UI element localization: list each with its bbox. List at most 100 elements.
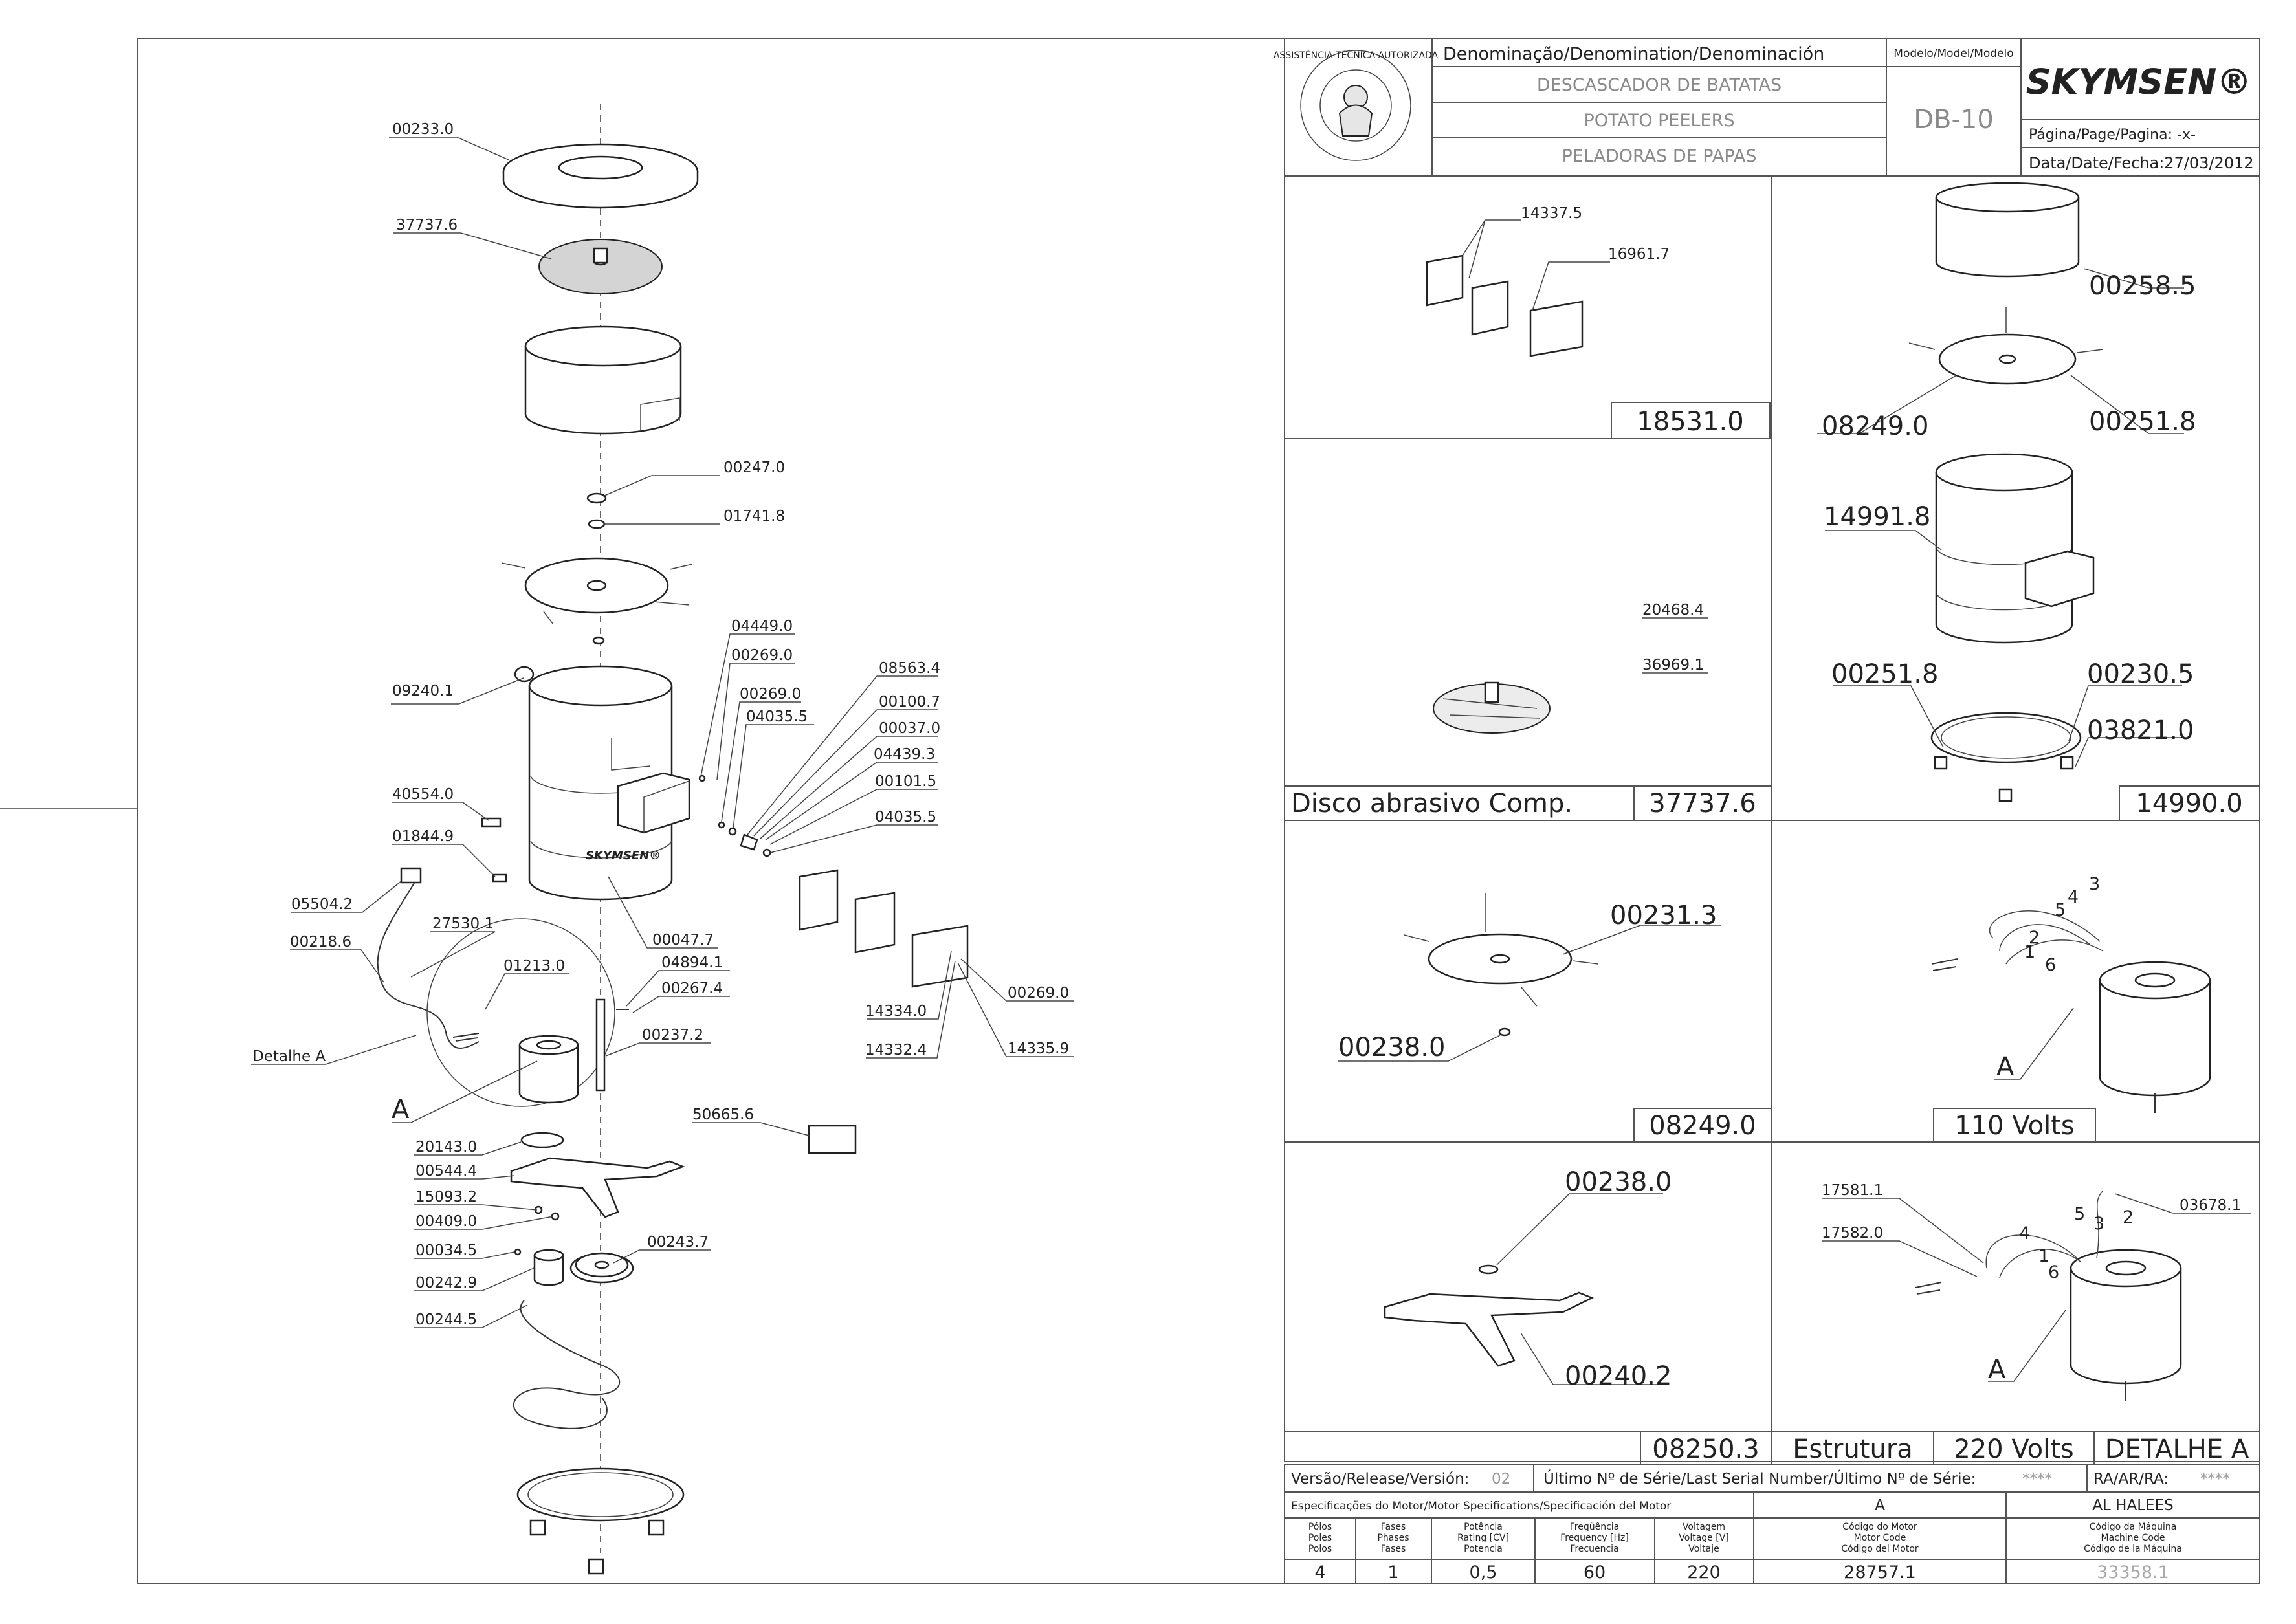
bracket-plate-part <box>510 1157 685 1218</box>
date-label: Data/Date/Fecha:27/03/2012 <box>2029 154 2254 172</box>
label-plate: 00544.4 <box>415 1163 477 1180</box>
p5-label-1: 00238.0 <box>1338 1033 1445 1062</box>
disc-plate-part <box>501 557 693 645</box>
svg-text:Machine Code: Machine Code <box>2101 1533 2165 1543</box>
rivet-part <box>492 873 507 883</box>
label-switch: 05504.2 <box>291 896 353 913</box>
p4-label-0: 14991.8 <box>1824 502 1930 532</box>
label-bolt-a: 00269.0 <box>731 647 793 664</box>
spec-value-frequency: 60 <box>1584 1563 1606 1583</box>
ra-value: **** <box>2200 1471 2230 1487</box>
p1-label-0: 14337.5 <box>1521 205 1582 222</box>
p4-label-1: 00251.8 <box>1831 659 1938 689</box>
label-knob: 09240.1 <box>392 683 454 699</box>
label-motor-bracket: 01213.0 <box>503 958 565 974</box>
washer-b-part <box>728 827 737 836</box>
p2-label-0: 00258.5 <box>2089 271 2196 301</box>
base-part <box>516 1467 685 1575</box>
svg-text:Frecuencia: Frecuencia <box>1570 1544 1618 1554</box>
p7-label-1: 00240.2 <box>1565 1361 1672 1391</box>
svg-text:Código del Motor: Código del Motor <box>1841 1544 1919 1554</box>
p8-wire-1: 5 <box>2074 1204 2085 1224</box>
belt-part <box>513 1300 621 1429</box>
panel-disc-plate: 00231.3 00238.0 08249.0 <box>1338 893 1772 1143</box>
label-liner-b: 14332.4 <box>865 1042 927 1059</box>
spec-header-machine-code: Código da Máquina Machine Code Código de… <box>2084 1522 2182 1554</box>
p6-wire-1: 4 <box>2068 887 2079 907</box>
seal-text: ASSISTÊNCIA TÉCNICA AUTORIZADA <box>1274 49 1439 61</box>
label-plate-part <box>481 817 502 828</box>
p8-wire-5: 6 <box>2048 1262 2059 1282</box>
p6-voltage-box <box>1933 1108 2096 1143</box>
label-part-439: 04439.3 <box>874 746 935 763</box>
ring-part <box>520 1132 564 1148</box>
svg-text:Rating [CV]: Rating [CV] <box>1457 1533 1509 1543</box>
main-view-labels: 00233.0 37737.6 00247.0 01741.8 09240.1 … <box>251 121 1074 1328</box>
label-rivet: 01844.9 <box>392 828 454 845</box>
label-motor-pulley: 00242.9 <box>415 1275 477 1291</box>
drum-brand: SKYMSEN® <box>586 849 661 862</box>
svg-text:Código do Motor: Código do Motor <box>1842 1522 1917 1532</box>
motor-spec-label: Especificações do Motor/Motor Specificat… <box>1291 1500 1671 1513</box>
label-screw-d: 00034.5 <box>415 1242 477 1259</box>
page-label: Página/Page/Pagina: -x- <box>2029 127 2196 143</box>
svg-text:Freqüência: Freqüência <box>1570 1522 1620 1532</box>
svg-text:Frequency [Hz]: Frequency [Hz] <box>1560 1533 1629 1543</box>
brand-logo: SKYMSEN® <box>2026 61 2252 102</box>
spec-header-poles: Pólos Poles Polos <box>1308 1522 1332 1554</box>
abrasive-disc-part <box>538 239 663 294</box>
label-bolt-b: 00269.0 <box>740 686 801 703</box>
screw-a-part <box>698 774 706 782</box>
label-part-100: 00100.7 <box>879 694 940 710</box>
knob-part <box>514 666 535 683</box>
serial-value: **** <box>2022 1471 2052 1487</box>
model-label: Modelo/Model/Modelo <box>1893 47 2013 60</box>
p5-code: 08249.0 <box>1649 1111 1756 1141</box>
cover-part <box>502 143 699 209</box>
panel-top-ring: 00258.5 08249.0 00251.8 <box>1817 182 2196 441</box>
label-abrasive-disc: 37737.6 <box>396 217 458 234</box>
row-voltage: 220 Volts <box>1954 1434 2073 1464</box>
label-washer-top: 01741.8 <box>723 508 785 525</box>
panel-liner-set: 14337.5 16961.7 18531.0 <box>1426 205 1771 439</box>
svg-text:Pólos: Pólos <box>1308 1522 1332 1532</box>
label-screw-a: 04449.0 <box>731 618 793 635</box>
p8-wire-0: 4 <box>2019 1223 2030 1244</box>
label-bolt-d: 00269.0 <box>1008 985 1069 1002</box>
spec-value-machine-code: 33358.1 <box>2097 1563 2169 1583</box>
product-name-pt: DESCASCADOR DE BATATAS <box>1537 75 1782 95</box>
drum-part: SKYMSEN® <box>528 665 690 901</box>
spec-value-voltage: 220 <box>1687 1563 1721 1583</box>
bolt-a-part <box>718 821 725 829</box>
svg-text:Código de la Máquina: Código de la Máquina <box>2084 1544 2182 1554</box>
latch-part <box>740 833 758 851</box>
spec-value-poles: 4 <box>1314 1563 1325 1583</box>
washer-c-part <box>762 848 771 857</box>
p5-code-box <box>1633 1108 1772 1143</box>
label-part-037: 00037.0 <box>879 720 940 737</box>
liner-a-part <box>799 869 839 931</box>
spec-value-motor-code: 28757.1 <box>1844 1563 1916 1583</box>
p3-label-1: 36969.1 <box>1642 657 1704 674</box>
motor-pulley-part <box>533 1249 564 1286</box>
p8-label-0: 17581.1 <box>1822 1182 1883 1199</box>
product-name-es: PELADORAS DE PAPAS <box>1562 146 1757 166</box>
spec-header-voltage: Voltagem Voltage [V] Voltaje <box>1679 1522 1728 1554</box>
motor-letter: A <box>1875 1497 1885 1514</box>
p1-code: 18531.0 <box>1637 407 1743 437</box>
svg-text:Poles: Poles <box>1308 1533 1332 1543</box>
panel-motor-220: 17581.1 17582.0 03678.1 4 5 3 2 1 6 A <box>1822 1182 2251 1401</box>
screw-d-part <box>514 1248 522 1256</box>
p8-wire-3: 2 <box>2123 1207 2134 1227</box>
nut-top-part <box>586 492 607 504</box>
spec-header-frequency: Freqüência Frequency [Hz] Frecuencia <box>1560 1522 1629 1554</box>
motor-detail-circle <box>426 918 615 1107</box>
p6-wire-2: 5 <box>2055 900 2066 920</box>
shaft-part <box>595 998 606 1092</box>
row-structure: Estrutura <box>1793 1434 1913 1464</box>
label-cable: 27530.1 <box>432 916 494 932</box>
p8-label-1: 17582.0 <box>1822 1225 1883 1242</box>
label-liner-c: 14335.9 <box>1008 1040 1069 1057</box>
label-ring: 20143.0 <box>415 1139 477 1156</box>
machine-name: AL HALEES <box>2092 1497 2173 1514</box>
